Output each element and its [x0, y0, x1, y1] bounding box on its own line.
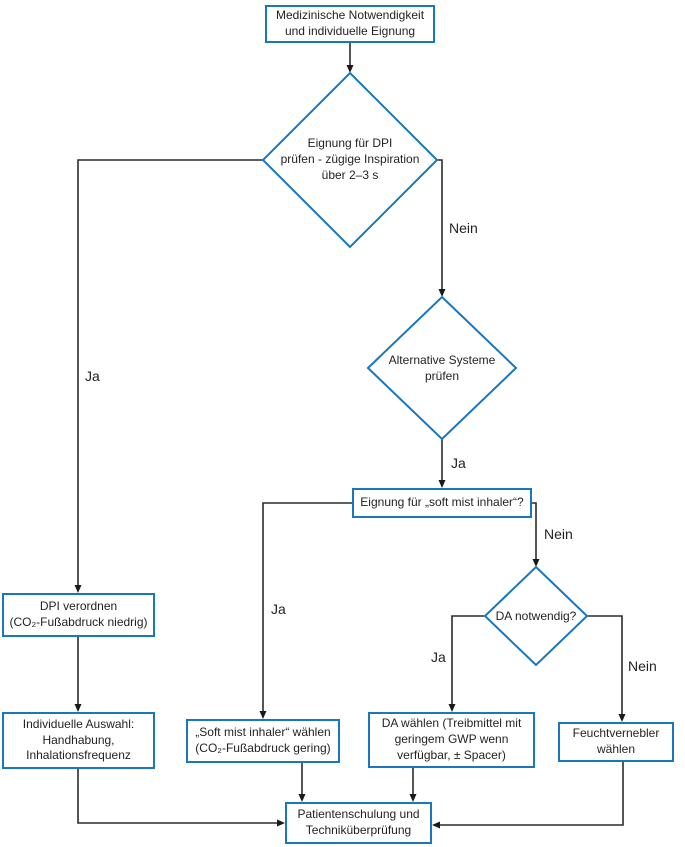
diamond-dpi-check [261, 71, 439, 249]
node-individual-selection: Individuelle Auswahl: Handhabung, Inhala… [2, 712, 155, 769]
edge-dpicheck-nein [437, 159, 443, 291]
node-dpi-check: Eignung für DPI prüfen - zügige Inspirat… [280, 136, 420, 182]
arrowhead-left-icon [432, 821, 440, 829]
edge-softq-ja [262, 502, 352, 713]
node-choose-da: DA wählen (Treibmittel mit geringem GWP … [368, 712, 535, 768]
diamond-da-check [483, 565, 589, 667]
arrowhead-down-icon [74, 704, 82, 712]
connector-lines [77, 43, 624, 826]
node-soft-mist-question: Eignung für „soft mist inhaler“? [352, 488, 532, 518]
arrowhead-down-icon [409, 794, 417, 802]
edge-individual-to-training [77, 769, 279, 824]
edge-label-dpi-yes: Ja [84, 368, 101, 384]
node-da-check: DA notwendig? [495, 608, 577, 623]
edge-softq-nein [532, 502, 537, 561]
node-alternative-systems: Alternative Systeme prüfen [388, 353, 496, 383]
edge-label-da-no: Nein [627, 658, 658, 674]
edge-label-dpi-no: Nein [448, 220, 479, 236]
arrowhead-down-icon [259, 711, 267, 719]
node-prescribe-dpi: DPI verordnen (CO₂-Fußabdruck niedrig) [2, 593, 155, 637]
node-patient-training: Patientenschulung und Techniküberprüfung [285, 802, 432, 844]
arrowhead-down-icon [438, 289, 446, 297]
edge-label-soft-no: Nein [543, 526, 574, 542]
arrowhead-down-icon [448, 704, 456, 712]
edge-label-alt-yes: Ja [450, 455, 467, 471]
arrowhead-down-icon [438, 480, 446, 488]
arrowhead-down-icon [298, 794, 306, 802]
arrowhead-right-icon [277, 819, 285, 827]
decision-diamonds [261, 71, 589, 667]
arrowhead-down-icon [74, 585, 82, 593]
node-choose-nebulizer: Feuchtvernebler wählen [558, 722, 674, 762]
arrowheads [74, 65, 626, 829]
edge-dpicheck-ja [77, 159, 263, 587]
node-choose-soft-mist: „Soft mist inhaler“ wählen (CO₂-Fußabdru… [186, 719, 340, 763]
arrowhead-down-icon [618, 714, 626, 722]
arrowhead-down-icon [532, 559, 540, 567]
edge-dacheck-nein [587, 615, 623, 716]
edge-nebulizer-to-training [438, 762, 624, 826]
edge-label-da-yes: Ja [430, 649, 447, 665]
edge-label-soft-yes: Ja [270, 601, 287, 617]
edge-dacheck-ja [451, 615, 485, 706]
arrowhead-down-icon [346, 65, 354, 73]
node-medical-necessity: Medizinische Notwendigkeit und individue… [265, 5, 435, 43]
diamond-alternative-systems [366, 295, 518, 441]
